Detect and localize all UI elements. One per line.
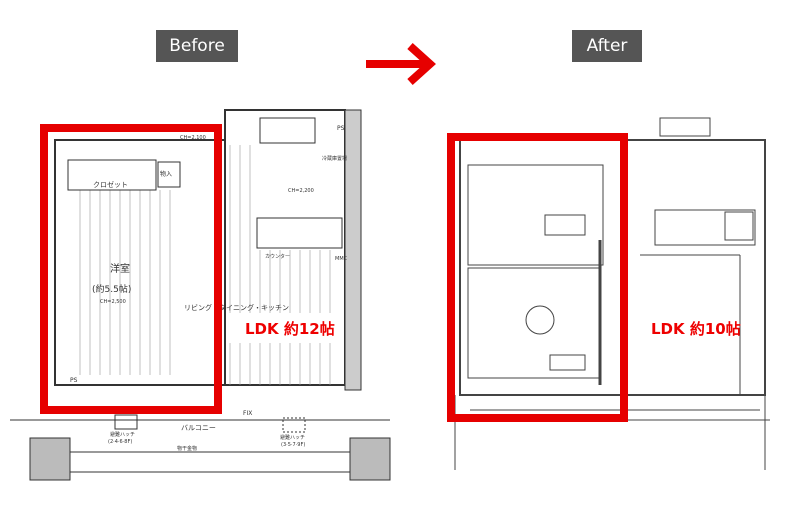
- room-ceiling-height: CH=2,500: [100, 299, 126, 305]
- ps-label-2: PS: [337, 125, 345, 132]
- storage-label: 物入: [160, 170, 172, 178]
- ldk-japanese-label: リビング・ダイニング・キッチン: [184, 303, 289, 312]
- ps-label: PS: [70, 377, 78, 384]
- closet-label: クロゼット: [93, 180, 128, 189]
- hatch-label-2: 避難ハッチ: [280, 434, 305, 441]
- before-floor-plan: [10, 109, 391, 481]
- drying-rack-label: 物干金物: [177, 445, 197, 452]
- before-label: Before: [156, 30, 238, 62]
- room-size: (約5.5帖): [92, 283, 131, 295]
- ldk-ceiling-height: CH=2,200: [288, 188, 314, 194]
- after-highlight-box: [447, 133, 628, 422]
- room-label: 洋室: [110, 262, 130, 275]
- hatch-floors-2: (3·5·7·9F): [281, 442, 305, 448]
- balcony-label: バルコニー: [181, 424, 216, 432]
- mmc-label: MMC: [335, 256, 348, 262]
- before-plan-text: 洋室 (約5.5帖) CH=2,500 クロゼット 物入 リビング・ダイニング・…: [70, 125, 348, 452]
- hatch-label-1: 避難ハッチ: [110, 431, 135, 438]
- before-highlight-box: [40, 124, 222, 414]
- before-ldk-size: LDK 約12帖: [245, 320, 335, 338]
- fix-label: FIX: [243, 410, 252, 417]
- top-ceiling-height: CH=2,100: [180, 135, 206, 141]
- after-label: After: [572, 30, 642, 62]
- counter-label: カウンター: [265, 253, 290, 260]
- arrow-right-icon: [366, 43, 436, 85]
- fridge-label: 冷蔵庫置場: [322, 155, 347, 162]
- after-ldk-size: LDK 約10帖: [651, 320, 741, 338]
- hatch-floors-1: (2·4·6·8F): [108, 439, 132, 445]
